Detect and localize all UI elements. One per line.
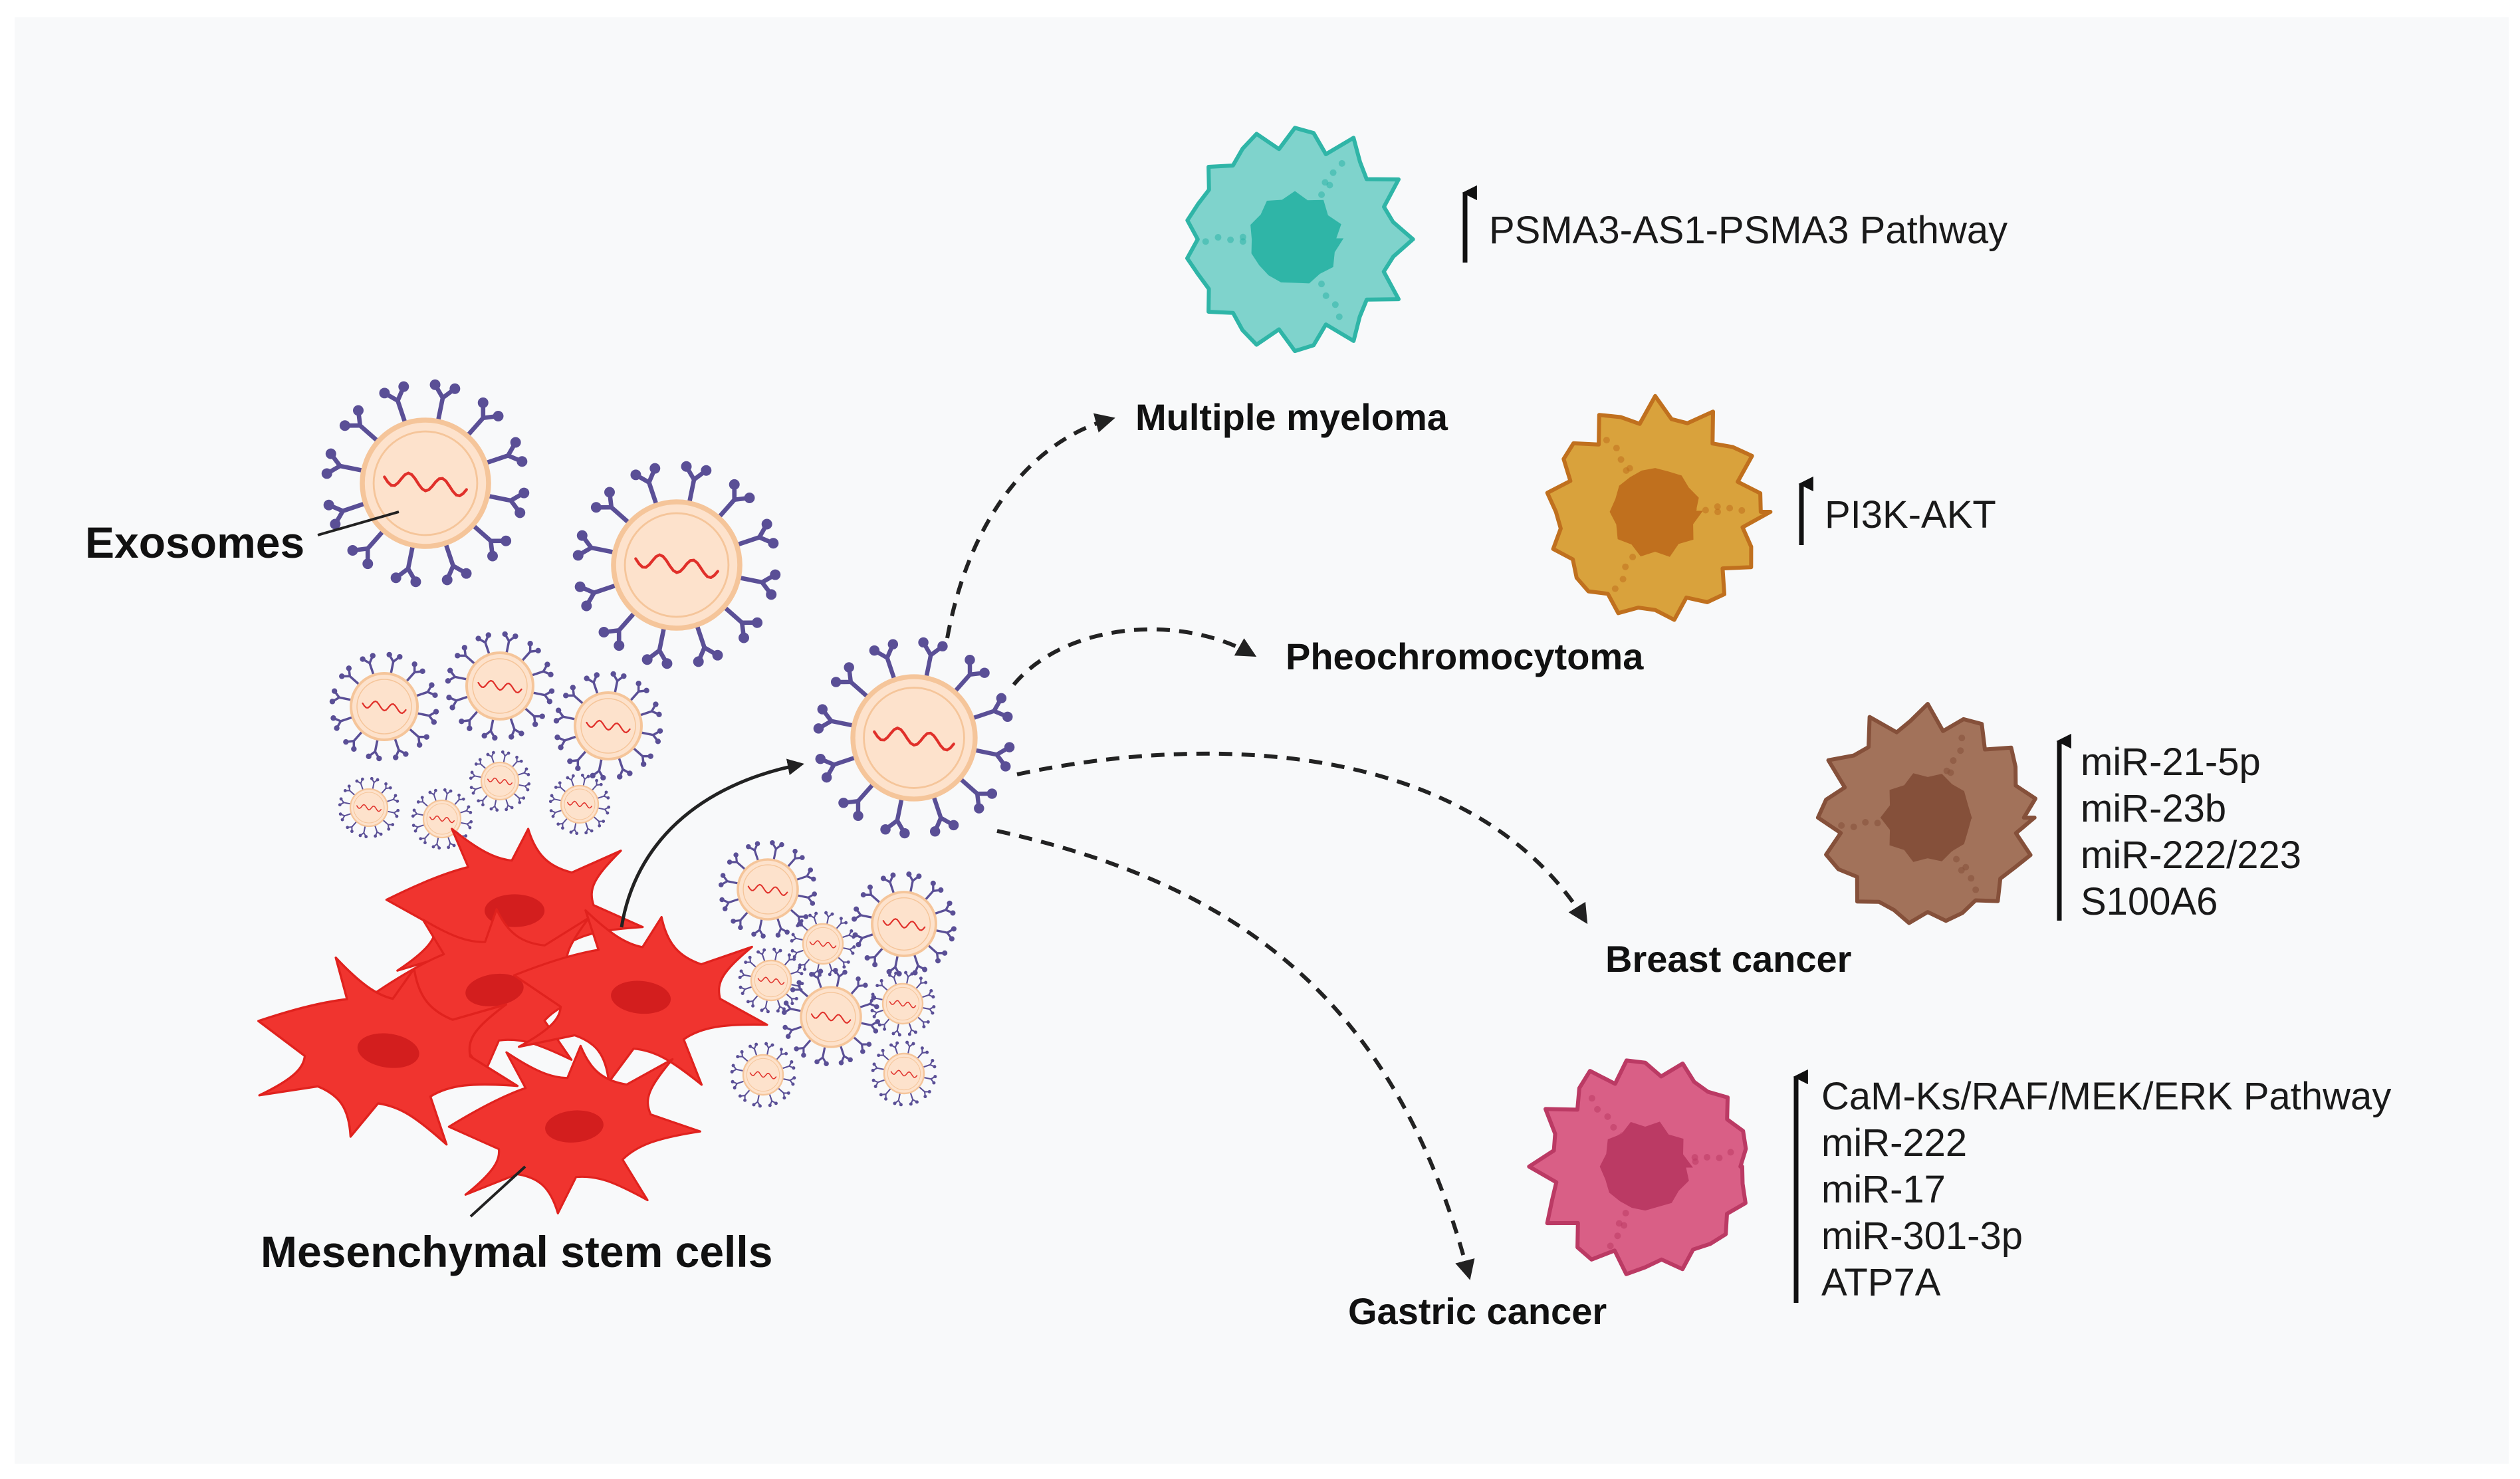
arrow-to-gastric-cancer (996, 829, 1475, 1280)
disease-label-multiple-myeloma: Multiple myeloma (1135, 396, 1448, 438)
exosome-icon (553, 671, 663, 781)
exosome-icon (852, 871, 957, 976)
cancer-cell-group (1185, 126, 2037, 1276)
exosome-icon (869, 970, 936, 1037)
marker-item: PI3K-AKT (1825, 493, 1996, 536)
exosome-icon (871, 1040, 937, 1107)
exosome-icon (790, 911, 856, 977)
exosome-icon (813, 637, 1015, 839)
exosome-icon (738, 947, 804, 1014)
stem-cell-icon (447, 1044, 701, 1214)
marker-item: miR-301-3p (1821, 1214, 2023, 1258)
marker-item: S100A6 (2081, 880, 2218, 923)
stem-cell-group (257, 828, 768, 1214)
disease-label-gastric-cancer: Gastric cancer (1348, 1290, 1607, 1332)
exosome-icon (329, 651, 439, 762)
marker-item: PSMA3-AS1-PSMA3 Pathway (1489, 209, 2008, 252)
msc-label: Mesenchymal stem cells (261, 1227, 773, 1276)
exosome-group (321, 379, 1015, 1108)
marker-list-gastric-cancer: CaM-Ks/RAF/MEK/ERK Pathway miR-222 miR-1… (1821, 1074, 2391, 1306)
cancer-cell-icon (1815, 702, 2037, 925)
arrow-to-pheochromocytoma (1012, 627, 1257, 686)
arrow-to-multiple-myeloma (945, 413, 1115, 639)
exosome-icon (781, 967, 881, 1067)
release-arrow (620, 758, 804, 928)
exosome-icon (572, 461, 781, 669)
marker-item: miR-21-5p (2081, 740, 2261, 784)
exosome-icon (338, 776, 400, 839)
exosomes-label: Exosomes (85, 518, 305, 567)
exosome-icon (469, 750, 531, 812)
exosome-icon (718, 840, 818, 939)
stem-cell-icon (513, 909, 768, 1086)
arrow-to-breast-cancer (1016, 751, 1588, 925)
disease-label-breast-cancer: Breast cancer (1605, 938, 1852, 980)
cancer-cell-icon (1185, 126, 1415, 354)
marker-item: miR-222 (1821, 1121, 1968, 1165)
stem-cell-icon (257, 957, 519, 1146)
exosome-icon (548, 773, 611, 836)
exosomes-leader-line (317, 511, 400, 536)
marker-list-pheochromocytoma: PI3K-AKT (1825, 492, 1996, 538)
marker-item: miR-222/223 (2081, 834, 2302, 877)
marker-item: miR-17 (1821, 1168, 1946, 1211)
marker-item: CaM-Ks/RAF/MEK/ERK Pathway (1821, 1075, 2392, 1118)
marker-item: ATP7A (1821, 1261, 1941, 1304)
marker-list-breast-cancer: miR-21-5p miR-23b miR-222/223 S100A6 (2081, 739, 2301, 925)
marker-list-multiple-myeloma: PSMA3-AS1-PSMA3 Pathway (1489, 207, 2007, 254)
marker-item: miR-23b (2081, 787, 2227, 830)
exosome-icon (730, 1042, 796, 1108)
cancer-cell-icon (1545, 394, 1773, 622)
exosome-icon (445, 631, 555, 741)
cancer-cell-icon (1527, 1058, 1748, 1276)
disease-label-pheochromocytoma: Pheochromocytoma (1286, 635, 1644, 677)
exosome-icon (321, 379, 530, 588)
msc-leader-line (469, 1165, 526, 1218)
